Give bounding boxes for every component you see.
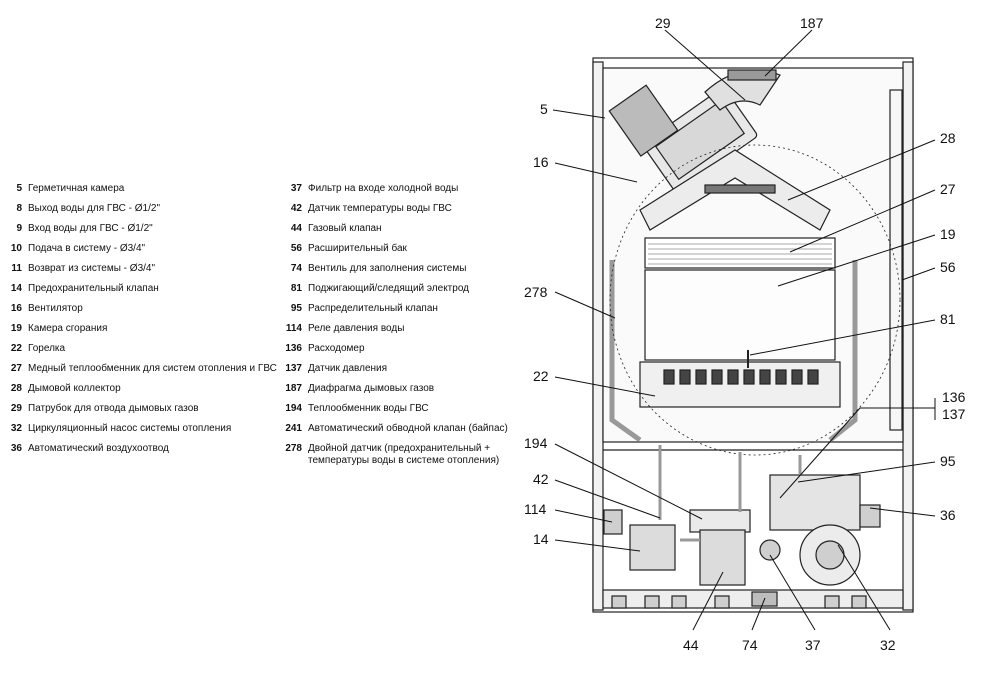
combustion-area-outline bbox=[609, 144, 901, 456]
expansion-tank bbox=[889, 89, 903, 431]
callout-187: 187 bbox=[800, 15, 824, 31]
callout-36: 36 bbox=[940, 507, 956, 523]
heat-exchanger-fins bbox=[648, 243, 832, 265]
flue-collector bbox=[639, 149, 831, 231]
callout-28: 28 bbox=[940, 130, 956, 146]
callout-278: 278 bbox=[524, 284, 548, 300]
fan-motor bbox=[608, 84, 679, 157]
bottom-fittings bbox=[611, 595, 867, 609]
callout-95: 95 bbox=[940, 453, 956, 469]
callout-32: 32 bbox=[880, 637, 896, 653]
casing-side-left bbox=[592, 61, 604, 611]
burner-ramps bbox=[663, 369, 819, 385]
heat-exchanger bbox=[644, 237, 836, 269]
callout-56: 56 bbox=[940, 259, 956, 275]
gas-valve bbox=[699, 529, 746, 586]
callout-74: 74 bbox=[742, 637, 758, 653]
water-filter bbox=[759, 539, 781, 561]
callout-194: 194 bbox=[524, 435, 548, 451]
combustion-chamber bbox=[644, 269, 836, 361]
leader-lines bbox=[552, 29, 936, 631]
callout-14: 14 bbox=[533, 531, 549, 547]
flow-pipe-left bbox=[609, 260, 642, 443]
callout-81: 81 bbox=[940, 311, 956, 327]
casing-side-right bbox=[902, 61, 914, 611]
callout-22: 22 bbox=[533, 368, 549, 384]
safety-valve bbox=[629, 524, 676, 571]
callout-19: 19 bbox=[940, 226, 956, 242]
connecting-pipes bbox=[658, 445, 802, 542]
fan-assembly bbox=[642, 87, 758, 193]
callout-42: 42 bbox=[533, 471, 549, 487]
dhw-heat-exchanger bbox=[689, 509, 751, 533]
callout-44: 44 bbox=[683, 637, 699, 653]
three-way-valve bbox=[769, 474, 861, 531]
callout-16: 16 bbox=[533, 154, 549, 170]
callout-27: 27 bbox=[940, 181, 956, 197]
callout-5: 5 bbox=[540, 101, 548, 117]
pressure-switch bbox=[603, 509, 623, 535]
collector-slot bbox=[704, 184, 776, 194]
pump-rotor bbox=[815, 540, 845, 570]
air-vent bbox=[859, 504, 881, 528]
callout-37: 37 bbox=[805, 637, 821, 653]
return-pipe-right bbox=[828, 260, 858, 442]
callout-137: 137 bbox=[942, 406, 966, 422]
flue-diaphragm bbox=[727, 69, 777, 81]
callout-136: 136 bbox=[942, 389, 966, 405]
callout-labels: 29 187 5 28 16 27 19 56 278 81 22 136 13… bbox=[524, 15, 966, 653]
callout-114: 114 bbox=[524, 501, 547, 517]
callout-29: 29 bbox=[655, 15, 671, 31]
